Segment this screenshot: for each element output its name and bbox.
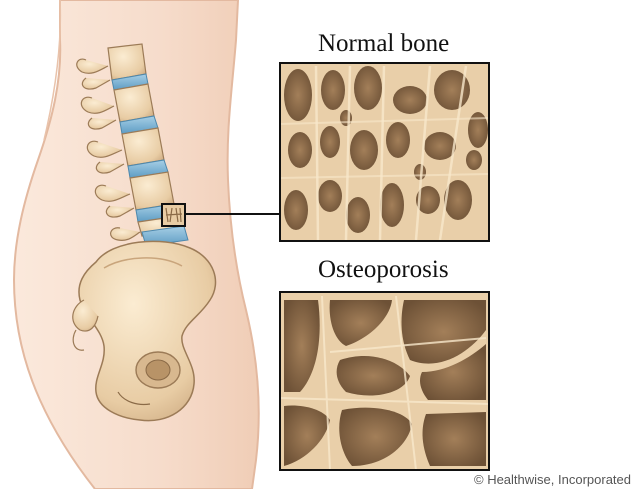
osteoporosis-inset (280, 292, 489, 470)
magnifier-box (162, 204, 185, 226)
osteoporosis-label: Osteoporosis (318, 256, 449, 284)
copyright-credit: © Healthwise, Incorporated (474, 472, 631, 487)
normal-bone-inset (280, 63, 489, 241)
normal-bone-label: Normal bone (318, 30, 449, 58)
